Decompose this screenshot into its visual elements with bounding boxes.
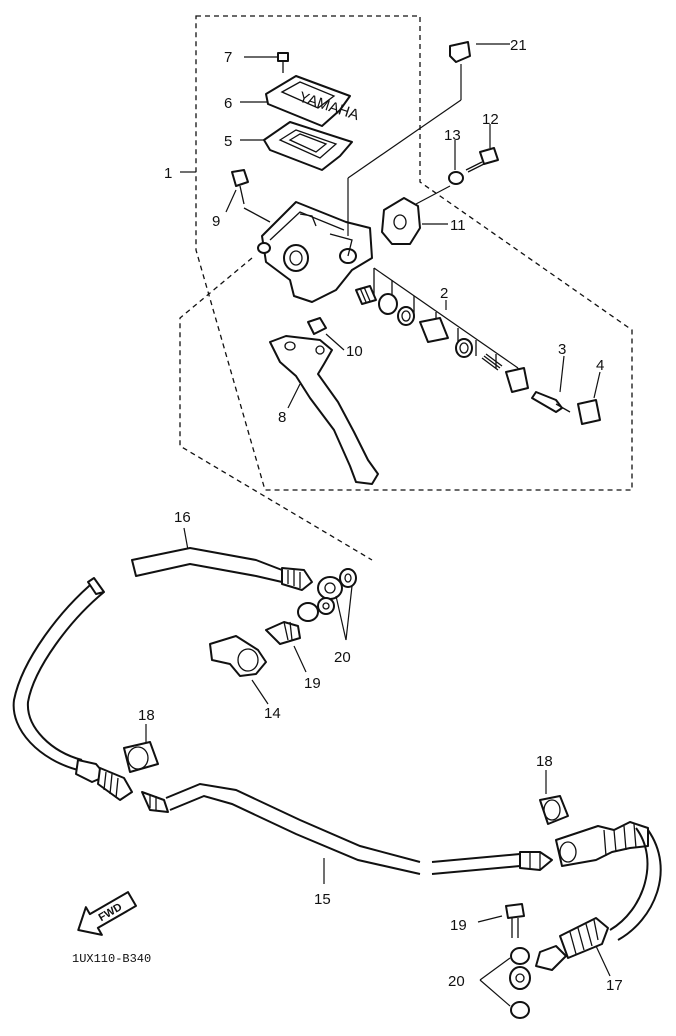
callout-12: 12 (482, 111, 499, 128)
part-20-washer-upper (297, 585, 353, 641)
callout-19-upper: 19 (304, 675, 321, 692)
callout-5: 5 (224, 133, 232, 150)
part-2-piston-kit (355, 267, 529, 393)
callout-18-upper: 18 (138, 707, 155, 724)
part-1-master-cylinder-body (180, 171, 373, 303)
part-21-reservoir-plug (347, 41, 510, 236)
callout-21: 21 (510, 37, 527, 54)
part-11-lever-holder (381, 197, 448, 245)
callout-20-upper: 20 (334, 649, 351, 666)
callout-6: 6 (224, 95, 232, 112)
callout-20-lower: 20 (448, 973, 465, 990)
callout-14: 14 (264, 705, 281, 722)
callout-13: 13 (444, 127, 461, 144)
part-15-brake-hose-lower (12, 577, 649, 884)
part-18-grommet-lower (539, 770, 569, 825)
part-16-brake-hose-upper (131, 527, 357, 600)
fwd-arrow-icon: FWD (77, 891, 137, 936)
assembly-boundary (179, 15, 633, 561)
part-14-bolt-cover (209, 635, 269, 705)
part-12-screw (465, 124, 499, 173)
callout-11: 11 (450, 217, 466, 234)
part-19-union-bolt-upper (265, 621, 307, 673)
part-6-reservoir-cap: YAMAHA (240, 75, 361, 127)
callout-10: 10 (346, 343, 363, 360)
callout-1: 1 (164, 165, 172, 182)
callout-7: 7 (224, 49, 232, 66)
part-8-brake-lever (269, 335, 379, 485)
callout-19-lower: 19 (450, 917, 467, 934)
callout-labels: 7 6 5 1 9 21 12 13 11 2 10 3 4 8 16 20 1… (138, 37, 623, 994)
part-13-washer (415, 140, 464, 205)
callout-17: 17 (606, 977, 623, 994)
callout-9: 9 (212, 213, 220, 230)
callout-3: 3 (558, 341, 566, 358)
callout-15: 15 (314, 891, 331, 908)
callout-8: 8 (278, 409, 286, 426)
part-10-nut (307, 317, 345, 351)
callout-16: 16 (174, 509, 191, 526)
part-17-brake-hose-end (509, 827, 662, 990)
part-5-diaphragm (240, 121, 353, 171)
part-7-cap-screw (244, 52, 289, 73)
part-3-push-rod (531, 355, 571, 413)
part-19-union-bolt-lower (477, 903, 525, 938)
callout-18-lower: 18 (536, 753, 553, 770)
part-9-bolt (225, 169, 271, 223)
callout-2: 2 (440, 285, 448, 302)
part-18-grommet-upper (123, 724, 159, 773)
drawing-code: 1UX110-B340 (72, 952, 151, 966)
callout-4: 4 (596, 357, 604, 374)
part-20-washer-lower (479, 947, 530, 1019)
part-4-boot (577, 371, 601, 425)
